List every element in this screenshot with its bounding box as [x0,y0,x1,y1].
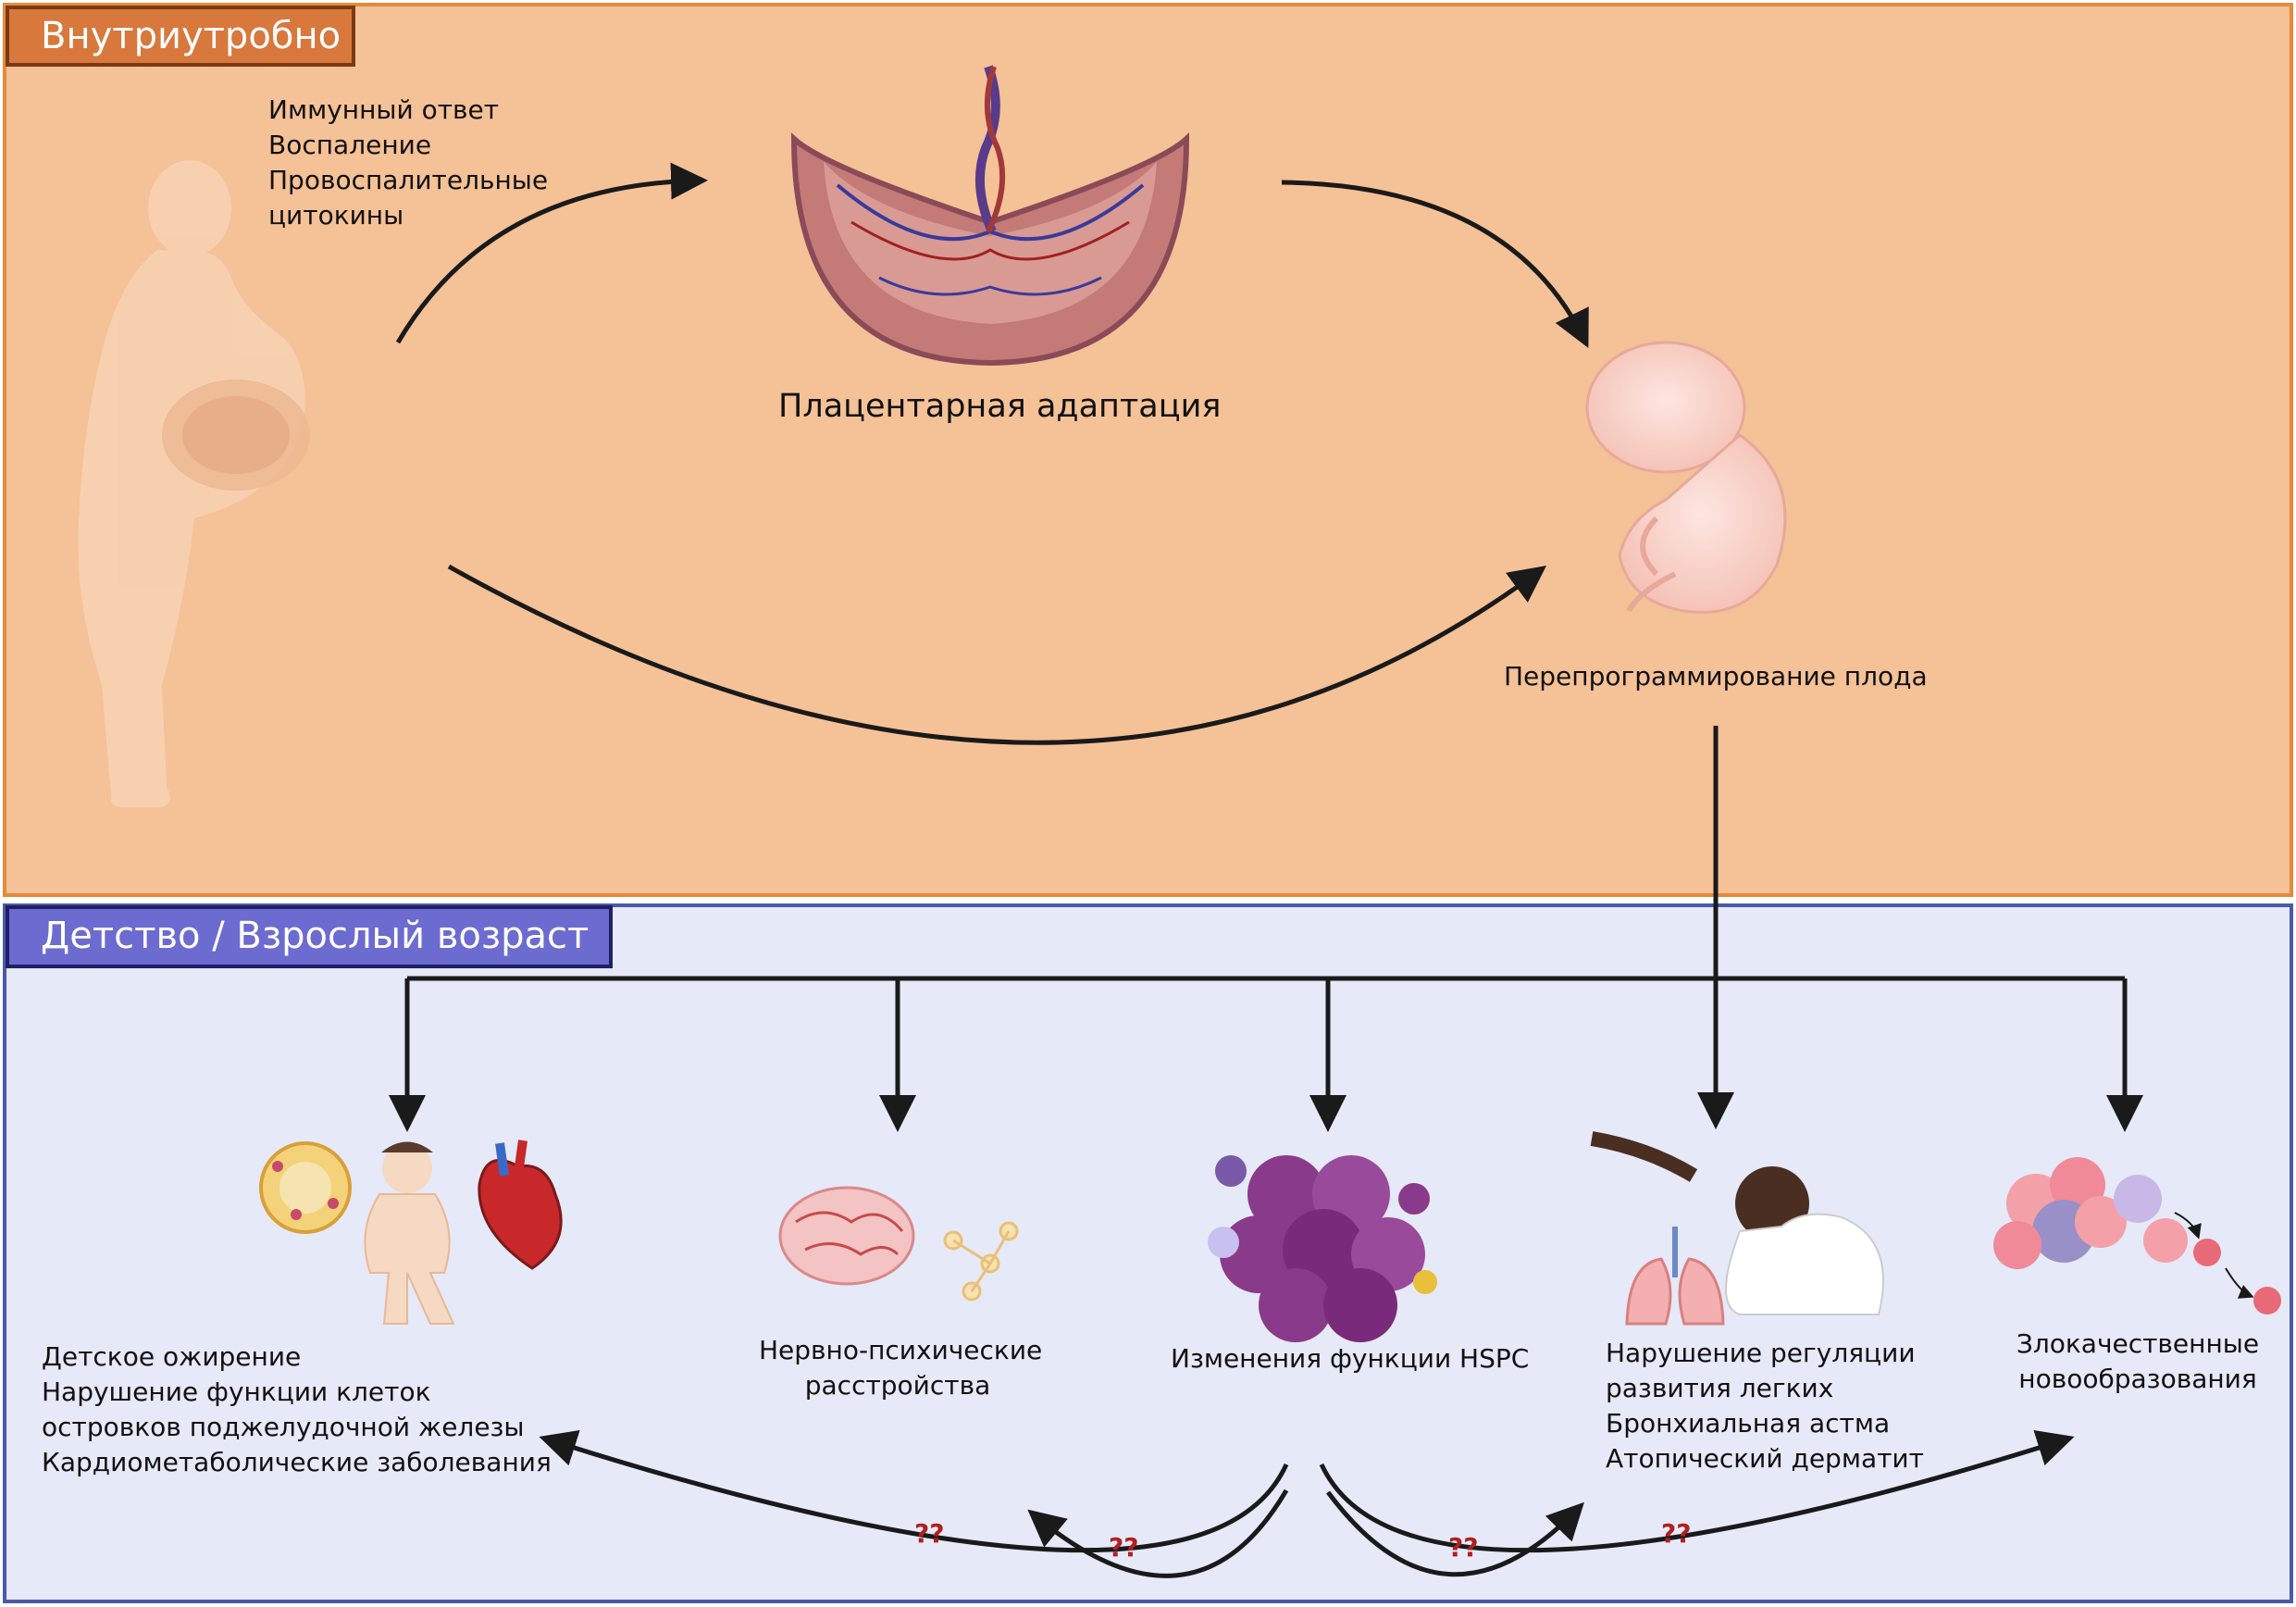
maternal-factors-list: Иммунный ответ Воспаление Провоспалитель… [268,93,548,233]
lungs-icon [1625,1227,1725,1326]
metabolic-outcomes: Детское ожирение Нарушение функции клето… [42,1339,552,1480]
brain-icon [778,1186,915,1286]
outcome-item: Кардиометаболические заболевания [42,1447,552,1477]
prenatal-panel [3,3,2293,897]
heart-icon [478,1140,563,1270]
unknown-link-marker: ?? [1109,1532,1139,1563]
maternal-factor: Провоспалительные [268,165,549,195]
unknown-link-marker: ?? [914,1518,945,1549]
arrow-mother-to-fetus [447,564,1547,745]
placenta-icon [790,65,1190,367]
outcome-distribution-arrows [389,726,2143,1132]
pregnant-woman-icon [78,160,310,807]
postnatal-label: Детство / Взрослый возраст [6,905,613,968]
unknown-link-marker: ?? [1661,1518,1692,1549]
unknown-link-marker: ?? [1448,1532,1479,1563]
coughing-person-icon [1590,1131,1884,1315]
outcome-item: Нервно-психические [759,1335,1043,1365]
tumor-cells-icon [1993,1157,2281,1314]
arrow-mother-to-placenta [395,162,708,344]
obese-child-icon [364,1141,455,1325]
outcome-item: Детское ожирение [42,1341,302,1372]
outcome-item: развития легких [1606,1373,1834,1403]
arrow-placenta-to-fetus [1281,180,1589,348]
fetus-icon [1585,341,1787,614]
fetus-label: Перепрограммирование плода [1504,661,1928,691]
outcome-item: Атопический дерматит [1606,1443,1924,1474]
placenta-label: Плацентарная адаптация [778,388,1222,425]
outcome-item: Нарушение функции клеток [42,1377,431,1407]
hspc-cluster-icon [1208,1155,1437,1342]
outcome-item: островков поджелудочной железы [42,1412,525,1442]
outcome-item: расстройства [804,1370,991,1401]
hspc-outcomes: Изменения функции HSPC [1171,1341,1529,1377]
maternal-factor: цитокины [268,200,404,230]
outcome-item: Нарушение регуляции [1606,1338,1916,1368]
hspc-feedback-arrows [539,1429,2075,1578]
prenatal-label: Внутриутробно [6,6,355,67]
lung-outcomes: Нарушение регуляции развития легких Брон… [1606,1336,1924,1476]
outcome-item: Изменения функции HSPC [1171,1343,1530,1374]
adipocyte-icon [259,1141,352,1234]
cancer-outcomes: Злокачественные новообразования [1999,1327,2277,1397]
neuro-outcomes: Нервно-психические расстройства [759,1333,1043,1403]
maternal-factor: Воспаление [268,130,432,160]
outcome-item: Бронхиальная астма [1606,1408,1891,1439]
maternal-factor: Иммунный ответ [268,94,500,125]
outcome-item: Злокачественные [2016,1328,2260,1359]
neurons-icon [943,1221,1019,1302]
outcome-item: новообразования [2018,1364,2257,1394]
